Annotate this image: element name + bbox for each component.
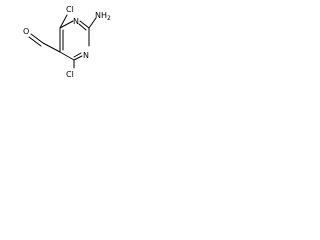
amino-subscript-label: 2 [107, 15, 111, 22]
bond-c6-c5 [59, 51, 75, 61]
chemical-structure-canvas: Cl N NH 2 N O Cl [0, 0, 116, 83]
bond-c4-cl [59, 14, 68, 29]
bond-n1-c6-double [73, 52, 82, 58]
chlorine-top-label: Cl [66, 5, 74, 14]
bond-cho-o [30, 33, 44, 44]
amino-label: NH [95, 11, 107, 20]
bond-cho-o-double [28, 36, 42, 47]
bond-c4-n3 [59, 20, 74, 29]
bond-c5-cho [42, 42, 61, 53]
nitrogen-top-label: N [73, 17, 79, 26]
bond-n3-c2-double [78, 23, 87, 31]
nitrogen-bottom-label: N [83, 51, 89, 60]
bond-c2-nh2 [88, 17, 97, 29]
oxygen-label: O [23, 27, 29, 36]
chlorine-bottom-label: Cl [66, 70, 74, 79]
bond-n1-c6 [73, 55, 83, 61]
bond-n3-c2 [79, 20, 90, 29]
molecule-diagram: Cl N NH 2 N O Cl [23, 5, 111, 79]
